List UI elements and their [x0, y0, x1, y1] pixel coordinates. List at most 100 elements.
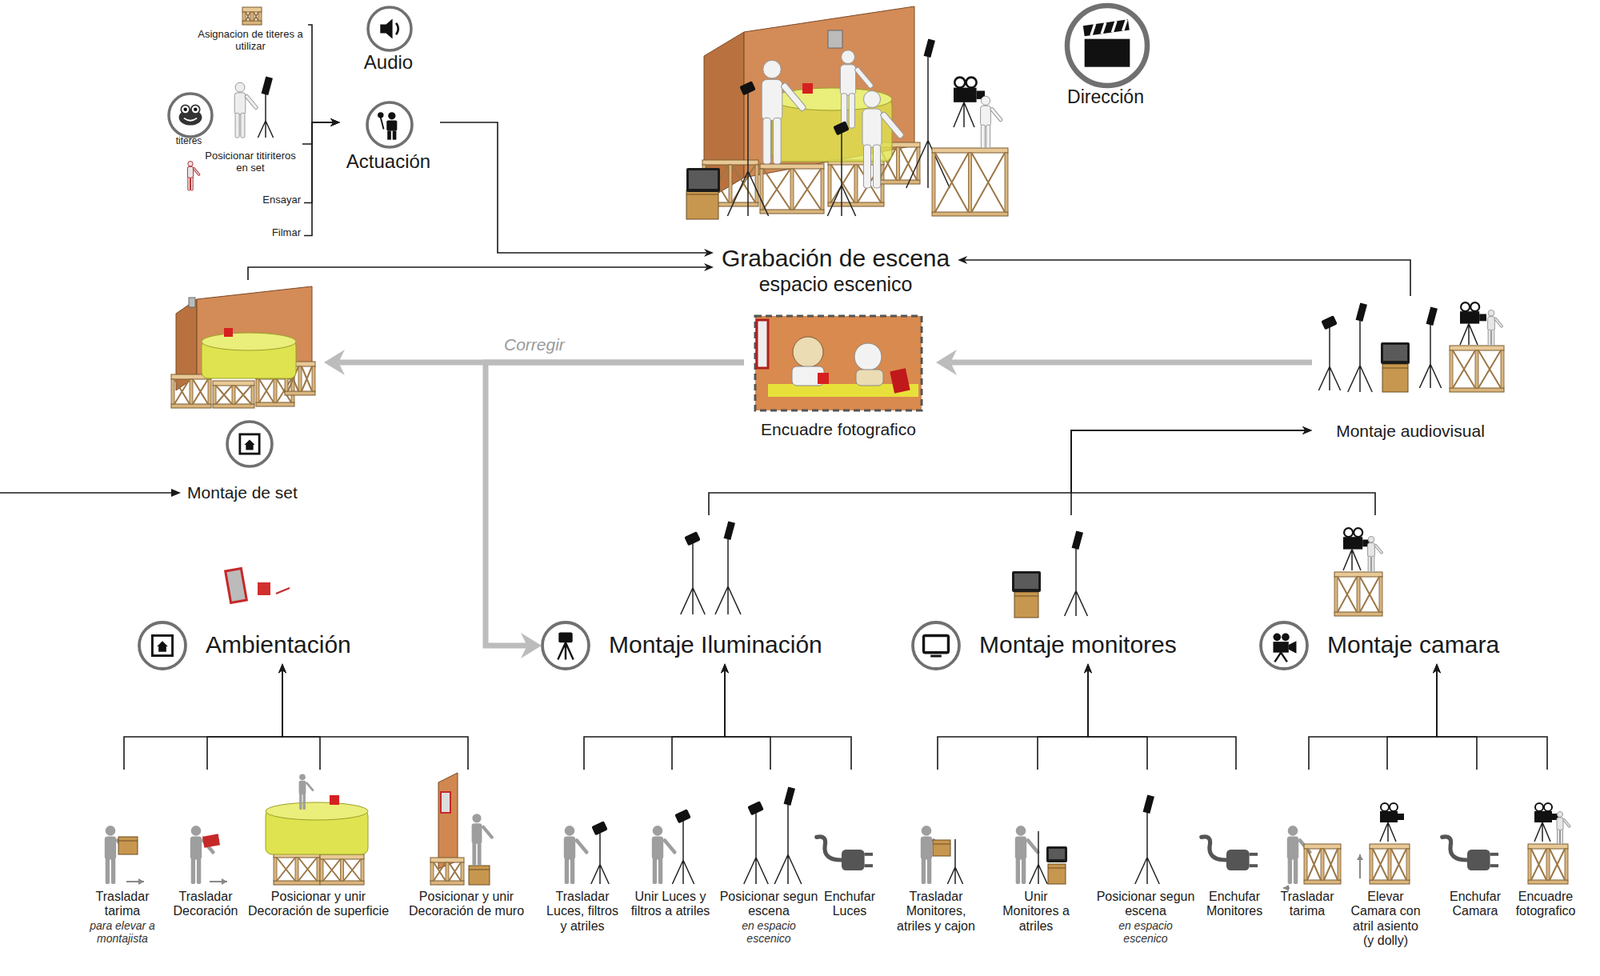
- icon-label: titeres: [164, 89, 216, 152]
- person-figure: [190, 825, 216, 884]
- connector-line: [282, 670, 320, 770]
- arrow-head: [1432, 664, 1441, 674]
- figure-part: [312, 366, 316, 392]
- figure-part: [1534, 811, 1552, 823]
- figure-part: [790, 168, 794, 210]
- figure-part: [440, 792, 451, 813]
- flow-connector: [1084, 664, 1148, 771]
- arrow-head: [171, 488, 181, 497]
- figure-part: [235, 112, 240, 138]
- figure-part: [1143, 795, 1155, 815]
- figure-part: [156, 640, 168, 647]
- monitor-figure: [1380, 342, 1410, 364]
- connector-line: [964, 260, 1411, 296]
- node-text: Posicionar titiriteros en set: [201, 150, 300, 175]
- figure-part: [1344, 528, 1353, 537]
- figure-part: [1528, 844, 1568, 849]
- figure-part: [1337, 576, 1380, 612]
- node-text: Asignacion de titeres a utilizar: [196, 28, 305, 53]
- figure-part: [684, 531, 700, 546]
- correction-arrow: [485, 362, 744, 659]
- figure-part: [747, 800, 764, 816]
- figure-part: [557, 642, 573, 660]
- wooden-platform: [1304, 844, 1341, 884]
- flow-connector: [248, 263, 714, 280]
- person-figure: [1015, 825, 1041, 884]
- figure-part: [216, 385, 252, 404]
- flow-connector: [308, 24, 340, 127]
- arrow-head: [704, 263, 714, 272]
- task-node: Trasladar tarima: [1275, 769, 1343, 924]
- figure-part: [864, 144, 872, 188]
- figure-part: [261, 76, 273, 96]
- figure-part: [1356, 854, 1364, 860]
- figure-part: [672, 819, 694, 884]
- figure-part: [472, 813, 481, 823]
- wooden-platform: [1449, 345, 1504, 392]
- task-node: Trasladar Monitores, atriles y cajon: [893, 769, 982, 939]
- connector-line: [485, 362, 744, 646]
- light-stand: [774, 787, 802, 884]
- figure-part: [1419, 323, 1441, 388]
- camera-figure: [1343, 528, 1370, 571]
- figure-part: [242, 20, 262, 25]
- figure-part: [1557, 812, 1564, 818]
- flow-connector: [1071, 426, 1376, 516]
- figure-part: [1528, 848, 1532, 880]
- node-text: Trasladar tarima: [82, 889, 163, 920]
- figure-part: [755, 316, 922, 411]
- figure-part: [251, 385, 255, 404]
- figure-part: [1369, 880, 1410, 884]
- wooden-platform: [320, 854, 364, 885]
- stage-node: Montaje de set: [164, 280, 324, 508]
- figure-part: [212, 380, 255, 386]
- light-stand: [947, 839, 963, 884]
- figure-part: [388, 112, 396, 120]
- figure-part: [265, 802, 368, 820]
- figure-part: [828, 202, 884, 207]
- node-text: Trasladar Monitores, atriles y cajon: [893, 889, 979, 934]
- figure-part: [430, 880, 464, 885]
- camera-figure: [1380, 803, 1404, 842]
- figure-part: [1320, 848, 1324, 880]
- figure-part: [273, 379, 277, 403]
- figure-part: [380, 18, 392, 39]
- figure-part: [980, 96, 990, 105]
- figure-part: [1016, 825, 1027, 836]
- figure-part: [245, 444, 253, 451]
- figure-part: [1012, 571, 1041, 592]
- figure-part: [1015, 836, 1027, 860]
- person-figure: [234, 82, 259, 138]
- figure-part: [1274, 652, 1287, 663]
- figure-part: [477, 842, 482, 866]
- figure-part: [827, 131, 856, 216]
- flow-connector: [1037, 664, 1092, 771]
- task-node: Elevar Camara con atril asiento (y dolly…: [1347, 769, 1428, 954]
- figure-part: [1072, 531, 1084, 551]
- figure-part: [912, 622, 960, 669]
- figure-part: [1348, 319, 1372, 392]
- figure-part: [299, 780, 307, 796]
- flow-connector: [720, 664, 771, 771]
- figure-part: [430, 857, 464, 863]
- figure-part: [329, 795, 340, 805]
- figure-part: [784, 787, 796, 807]
- figure-part: [1389, 803, 1398, 812]
- wooden-platform: [1369, 844, 1410, 884]
- icon-actor: [367, 102, 412, 148]
- connector-line: [124, 670, 283, 770]
- figure-part: [564, 858, 569, 884]
- figure-part: [1029, 831, 1048, 884]
- connector-line: [708, 430, 1306, 516]
- arrow-head: [704, 248, 714, 257]
- figure-part: [986, 124, 991, 148]
- wooden-box: [118, 836, 138, 855]
- node-text: Audio: [352, 51, 425, 74]
- wooden-platform: [932, 148, 1008, 216]
- node-text: Grabación de escena: [721, 244, 950, 273]
- connector-line: [1037, 670, 1088, 770]
- figure-part: [828, 164, 832, 203]
- node-text: Posicionar y unir Decoración de superfic…: [244, 889, 392, 920]
- figure-part: [1089, 24, 1096, 36]
- figure-part: [139, 622, 186, 669]
